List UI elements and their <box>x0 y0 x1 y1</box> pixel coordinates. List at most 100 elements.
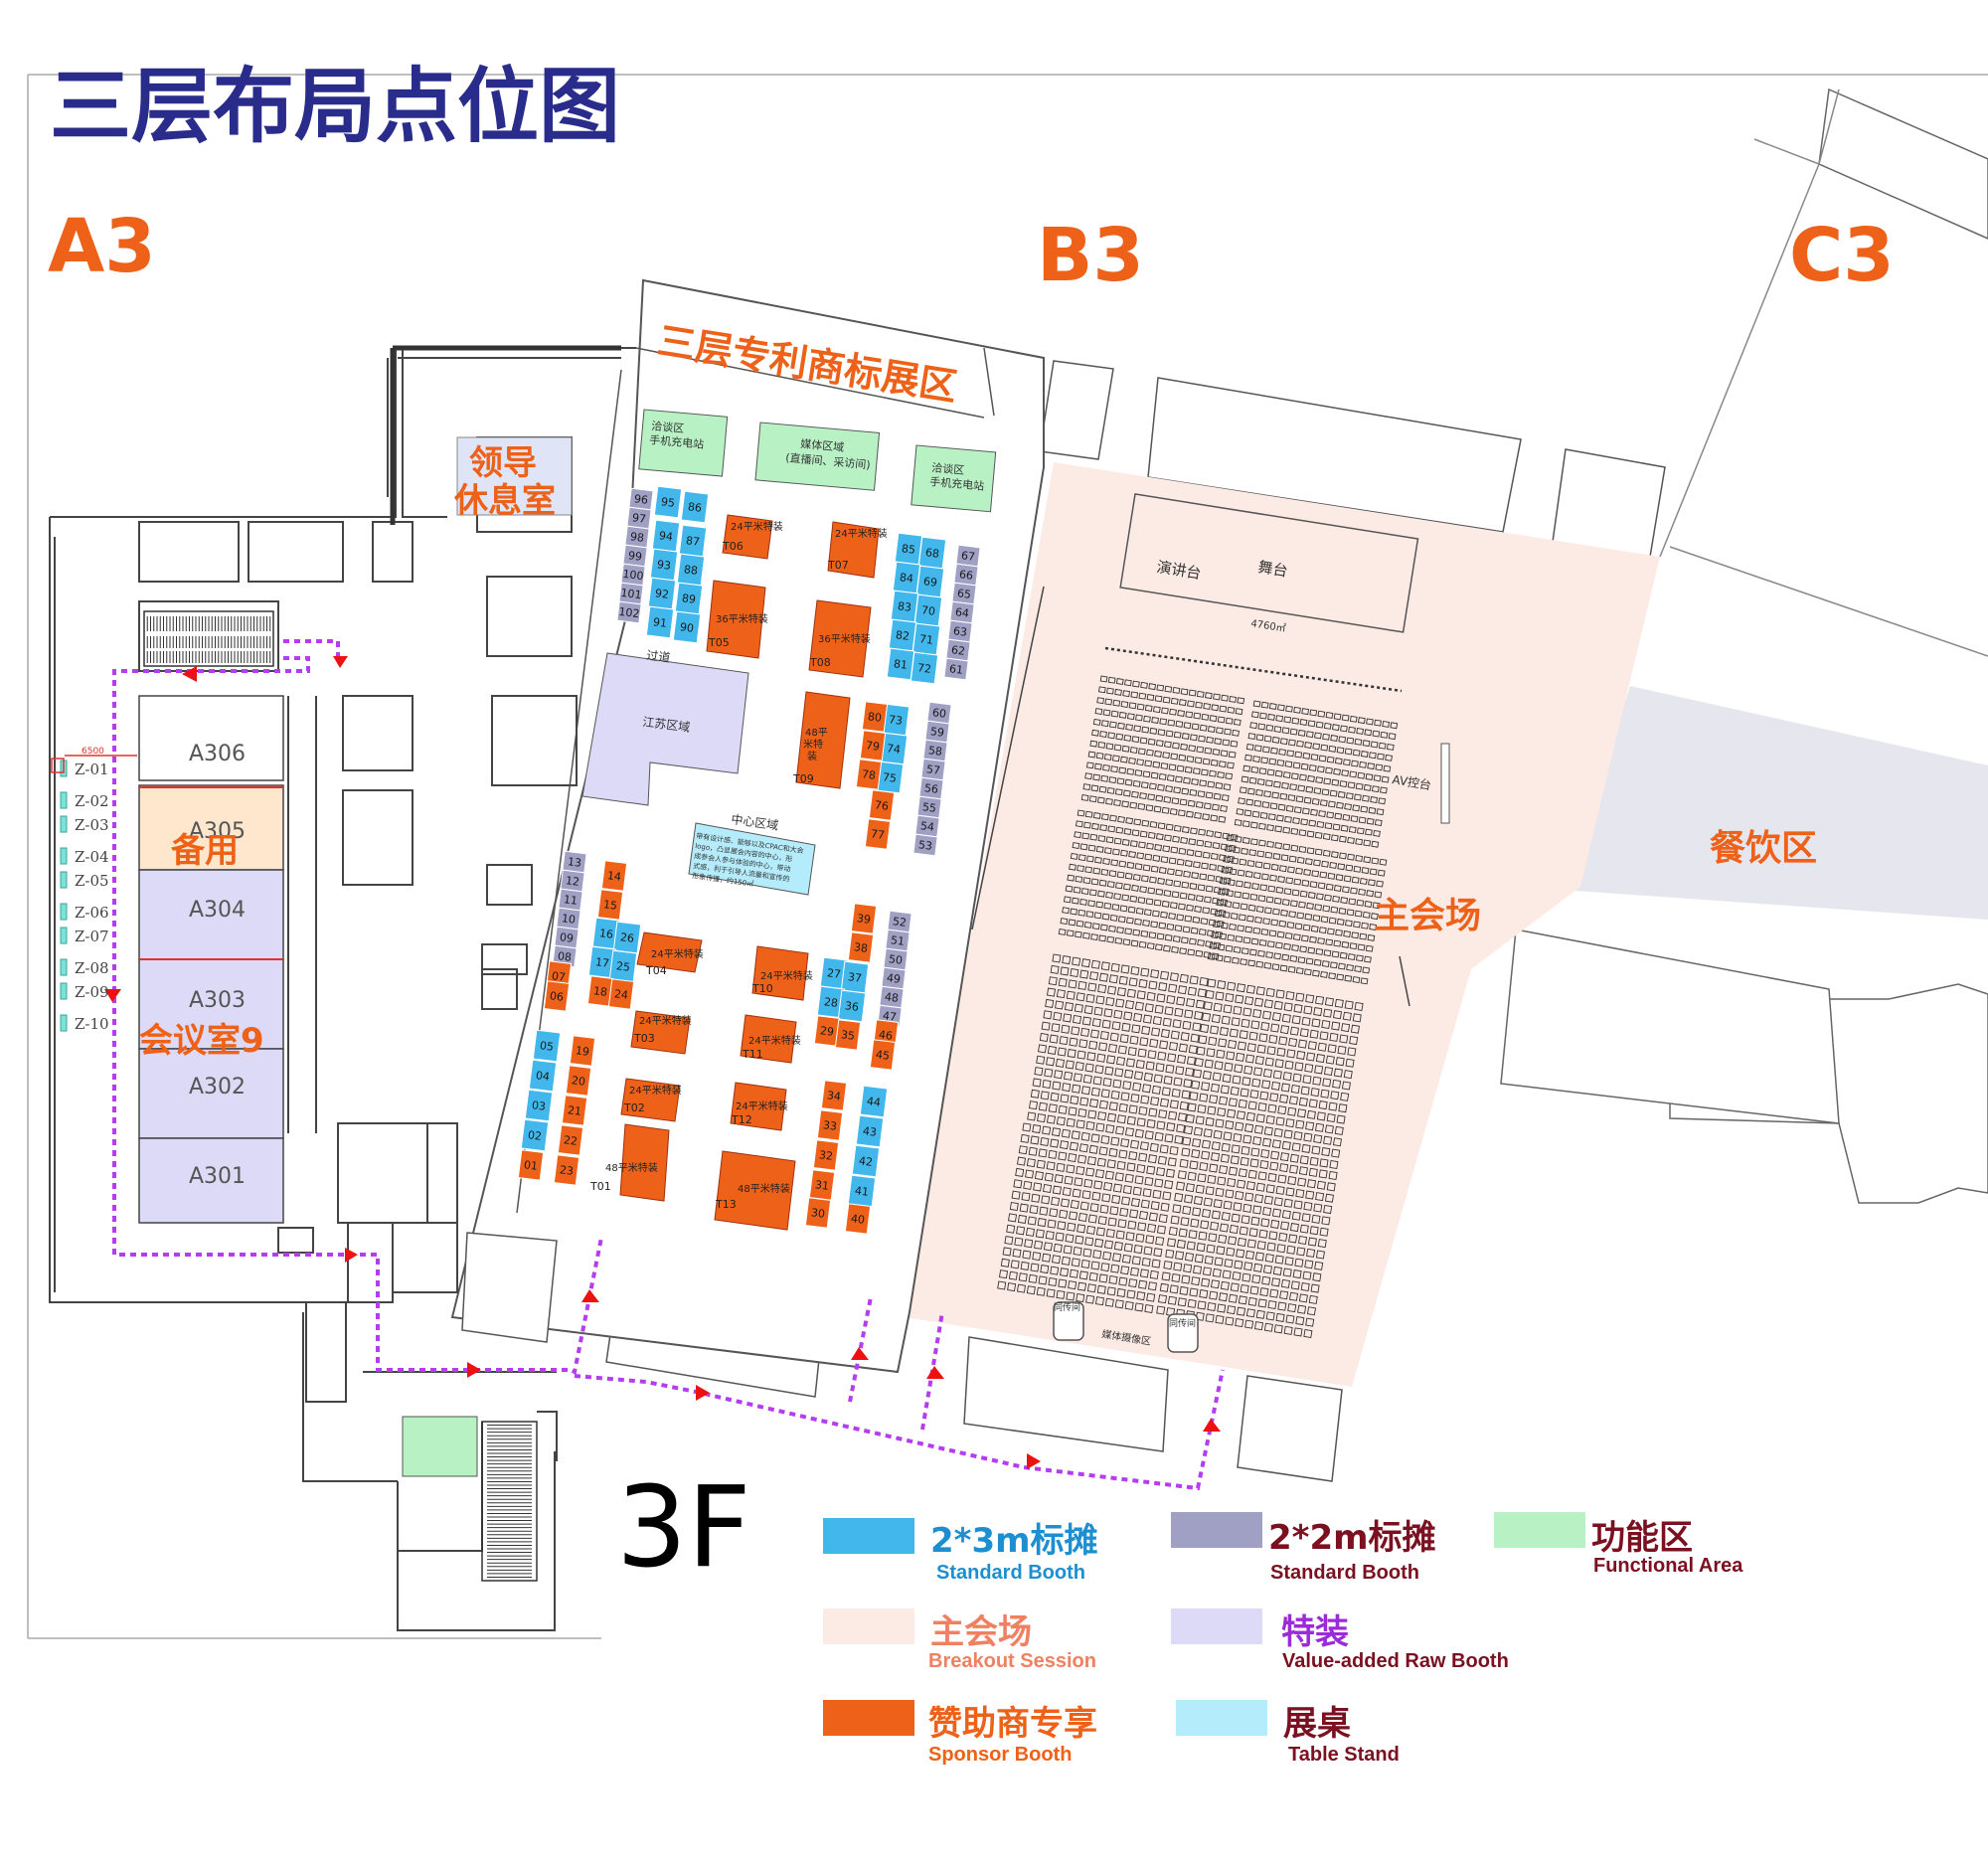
booth-32: 32 <box>812 1139 840 1171</box>
booth-05: 05 <box>532 1029 562 1063</box>
legend-label-special: 特装 <box>1281 1612 1349 1652</box>
booth-number: 90 <box>679 620 694 635</box>
booth-number: 56 <box>923 781 938 796</box>
booth-number: 69 <box>922 575 937 590</box>
seat-block <box>1080 675 1245 823</box>
leader-lounge-line2: 休息室 <box>453 481 556 521</box>
booth-number: 62 <box>950 643 965 658</box>
special-t13-desc: 48平米特装 <box>738 1182 790 1195</box>
booth-78: 78 <box>855 759 883 790</box>
booth-14: 14 <box>600 860 628 892</box>
booth-number: 52 <box>892 915 907 930</box>
venue-wall-2 <box>1399 955 1410 1007</box>
booth-number: 02 <box>527 1128 542 1143</box>
c3-walls <box>1659 88 1988 657</box>
special-t11-desc: 24平米特装 <box>748 1034 801 1047</box>
booth-number: 35 <box>840 1028 855 1043</box>
booth-number: 58 <box>927 744 942 759</box>
booth-12: 12 <box>560 869 585 893</box>
room-a302: A302 <box>189 1075 246 1099</box>
interpret-booth-2: 同传间 <box>1169 1317 1196 1329</box>
center-label: 中心区域 <box>731 811 780 833</box>
booth-number: 68 <box>924 546 939 561</box>
z-stand-marker <box>60 982 68 1000</box>
special-t02-code: T02 <box>623 1101 645 1114</box>
booth-71: 71 <box>911 622 941 656</box>
booth-number: 06 <box>549 989 564 1004</box>
z-stand-labels: Z-01Z-02Z-03Z-04Z-05Z-06Z-07Z-08Z-09Z-10 <box>75 761 109 1033</box>
booth-52: 52 <box>887 910 912 933</box>
room-a305: A305 <box>189 819 246 844</box>
booth-number: 77 <box>870 827 885 842</box>
booth-number: 05 <box>539 1039 554 1054</box>
booth-75: 75 <box>875 761 905 794</box>
negotiation-box-1 <box>638 409 729 477</box>
media-line1: 媒体区域 <box>800 436 845 454</box>
booth-number: 89 <box>681 592 696 606</box>
room-a306: A306 <box>189 742 246 766</box>
booth-number: 23 <box>559 1163 574 1178</box>
booth-number: 18 <box>592 984 607 999</box>
booth-41: 41 <box>847 1174 877 1208</box>
legend-label-main-venue: 主会场 <box>930 1612 1032 1652</box>
booth-25: 25 <box>608 949 638 983</box>
z-stand-markers <box>60 760 68 1032</box>
booth-number: 15 <box>602 898 617 913</box>
stage-box <box>1119 493 1419 633</box>
booth-59: 59 <box>924 720 950 744</box>
booth-number: 55 <box>921 800 936 815</box>
z-stand-label: Z-07 <box>75 928 109 945</box>
booth-number: 66 <box>958 568 973 583</box>
booth-06: 06 <box>543 980 571 1012</box>
booth-63: 63 <box>947 619 973 643</box>
booth-21: 21 <box>561 1095 588 1126</box>
room-box-a301 <box>138 1137 284 1224</box>
legend-swatch-table-stand <box>1176 1700 1267 1736</box>
booth-number: 93 <box>656 558 671 573</box>
booth-number: 59 <box>929 725 944 740</box>
z-stand-label: Z-02 <box>75 792 109 810</box>
special-t07-desc: 24平米特装 <box>835 527 888 540</box>
booth-89: 89 <box>674 582 704 615</box>
meeting-room-label: 会议室9 <box>139 1021 264 1061</box>
z-stand-marker <box>60 791 68 809</box>
legend-swatch-sponsor <box>823 1700 914 1736</box>
booth-70: 70 <box>913 593 943 627</box>
booth-number: 61 <box>948 662 963 677</box>
special-t08-code: T08 <box>809 656 831 669</box>
booth-77: 77 <box>864 818 892 850</box>
booth-13: 13 <box>562 850 587 874</box>
patent-banner-edge <box>983 347 995 417</box>
c3-block <box>1500 929 1840 1124</box>
booth-68: 68 <box>917 536 947 570</box>
booth-number: 82 <box>895 628 910 643</box>
room-a304: A304 <box>189 898 246 923</box>
booth-number: 98 <box>629 530 644 545</box>
negotiation-box-2 <box>911 444 997 513</box>
booth-02: 02 <box>520 1118 550 1152</box>
z-stand-marker <box>60 927 68 944</box>
route-arrows <box>104 656 1221 1469</box>
booth-number: 14 <box>606 869 621 884</box>
booth-number: 95 <box>660 495 675 510</box>
booth-number: 48 <box>884 990 899 1005</box>
booth-34: 34 <box>820 1080 848 1111</box>
special-t12-desc: 24平米特装 <box>736 1099 788 1112</box>
booth-88: 88 <box>676 553 706 587</box>
front-row <box>1104 646 1403 693</box>
seat-block <box>1207 834 1388 985</box>
room-box-a302 <box>138 1048 284 1139</box>
venue-wall-1 <box>971 586 1045 930</box>
legend-label-standard-2x3: 2*3m标摊 <box>930 1521 1098 1561</box>
booth-number: 86 <box>687 500 702 515</box>
b3-top-blocks <box>1039 360 1666 558</box>
booth-43: 43 <box>855 1114 885 1148</box>
booth-number: 13 <box>567 855 581 870</box>
center-area <box>688 822 816 896</box>
media-box <box>754 422 881 491</box>
special-t06-code: T06 <box>722 540 744 553</box>
booth-58: 58 <box>922 739 948 762</box>
seat-block <box>1182 978 1364 1170</box>
special-t12-code: T12 <box>731 1113 752 1126</box>
